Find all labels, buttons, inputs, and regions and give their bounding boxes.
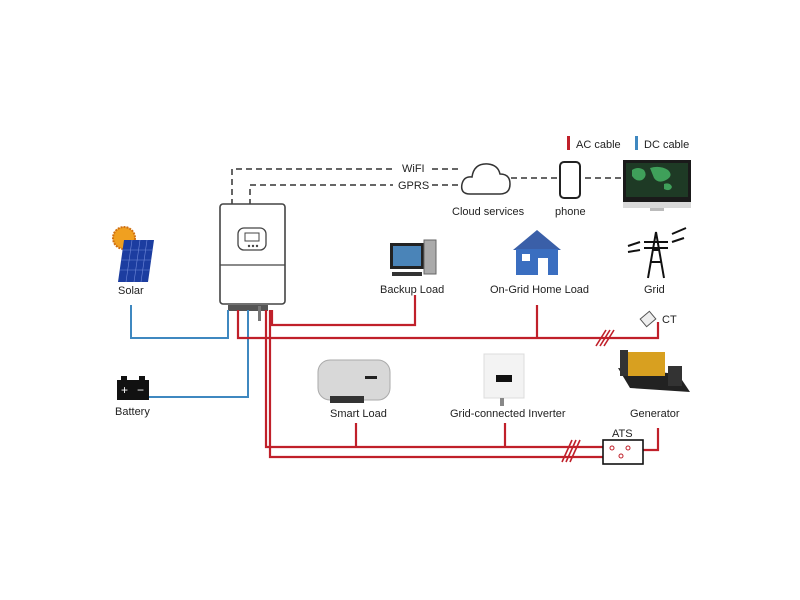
dc-legend-label: DC cable: [644, 139, 689, 151]
wifi-label: WiFI: [402, 163, 425, 175]
comm-lines: [231, 168, 622, 205]
gprs-line-left: [249, 184, 393, 205]
svg-text:+: +: [121, 383, 128, 397]
generator-icon: [618, 350, 690, 392]
dc-legend-swatch: [635, 136, 638, 150]
grid-inverter-label: Grid-connected Inverter: [450, 408, 566, 420]
backup-load-label: Backup Load: [380, 284, 444, 296]
ct-label: CT: [662, 314, 677, 326]
phone-icon: [559, 161, 581, 199]
home-icon: [513, 230, 561, 275]
ac-legend-swatch: [567, 136, 570, 150]
cloud-icon: [460, 163, 511, 195]
ats-label: ATS: [612, 428, 633, 440]
grid-ac-cable: [236, 310, 660, 340]
cloud-label: Cloud services: [452, 206, 525, 218]
ats-lower-cable: [268, 310, 625, 459]
backup-load-icon: [390, 239, 437, 276]
solar-label: Solar: [118, 285, 144, 297]
ats-upper-cable: [264, 310, 612, 449]
grid-tower-icon: [627, 227, 687, 279]
smart-load-icon: [317, 359, 391, 403]
gprs-label: GPRS: [398, 180, 429, 192]
ac-cables: [236, 295, 660, 463]
svg-text:−: −: [137, 383, 144, 397]
home-load-label: On-Grid Home Load: [490, 284, 589, 296]
wifi-line-left: [231, 168, 395, 205]
backup-load-cable: [270, 295, 417, 327]
phone-label: phone: [555, 206, 586, 218]
battery-dc-cable: [149, 310, 249, 398]
smart-load-label: Smart Load: [330, 408, 387, 420]
battery-label: Battery: [115, 406, 150, 418]
hybrid-inverter-icon: [219, 203, 286, 321]
solar-dc-cable: [130, 305, 229, 339]
solar-panel-icon: [112, 226, 154, 283]
generator-label: Generator: [630, 408, 680, 420]
ats-switch: [602, 439, 644, 465]
monitor-icon: [623, 160, 691, 211]
ac-legend-label: AC cable: [576, 139, 621, 151]
generator-cable: [640, 428, 660, 452]
grid-inverter-icon: [483, 353, 525, 406]
ct-icon: [639, 310, 657, 328]
legend: AC cable DC cable: [567, 136, 689, 151]
grid-label: Grid: [644, 284, 665, 296]
battery-icon: + −: [117, 376, 149, 400]
